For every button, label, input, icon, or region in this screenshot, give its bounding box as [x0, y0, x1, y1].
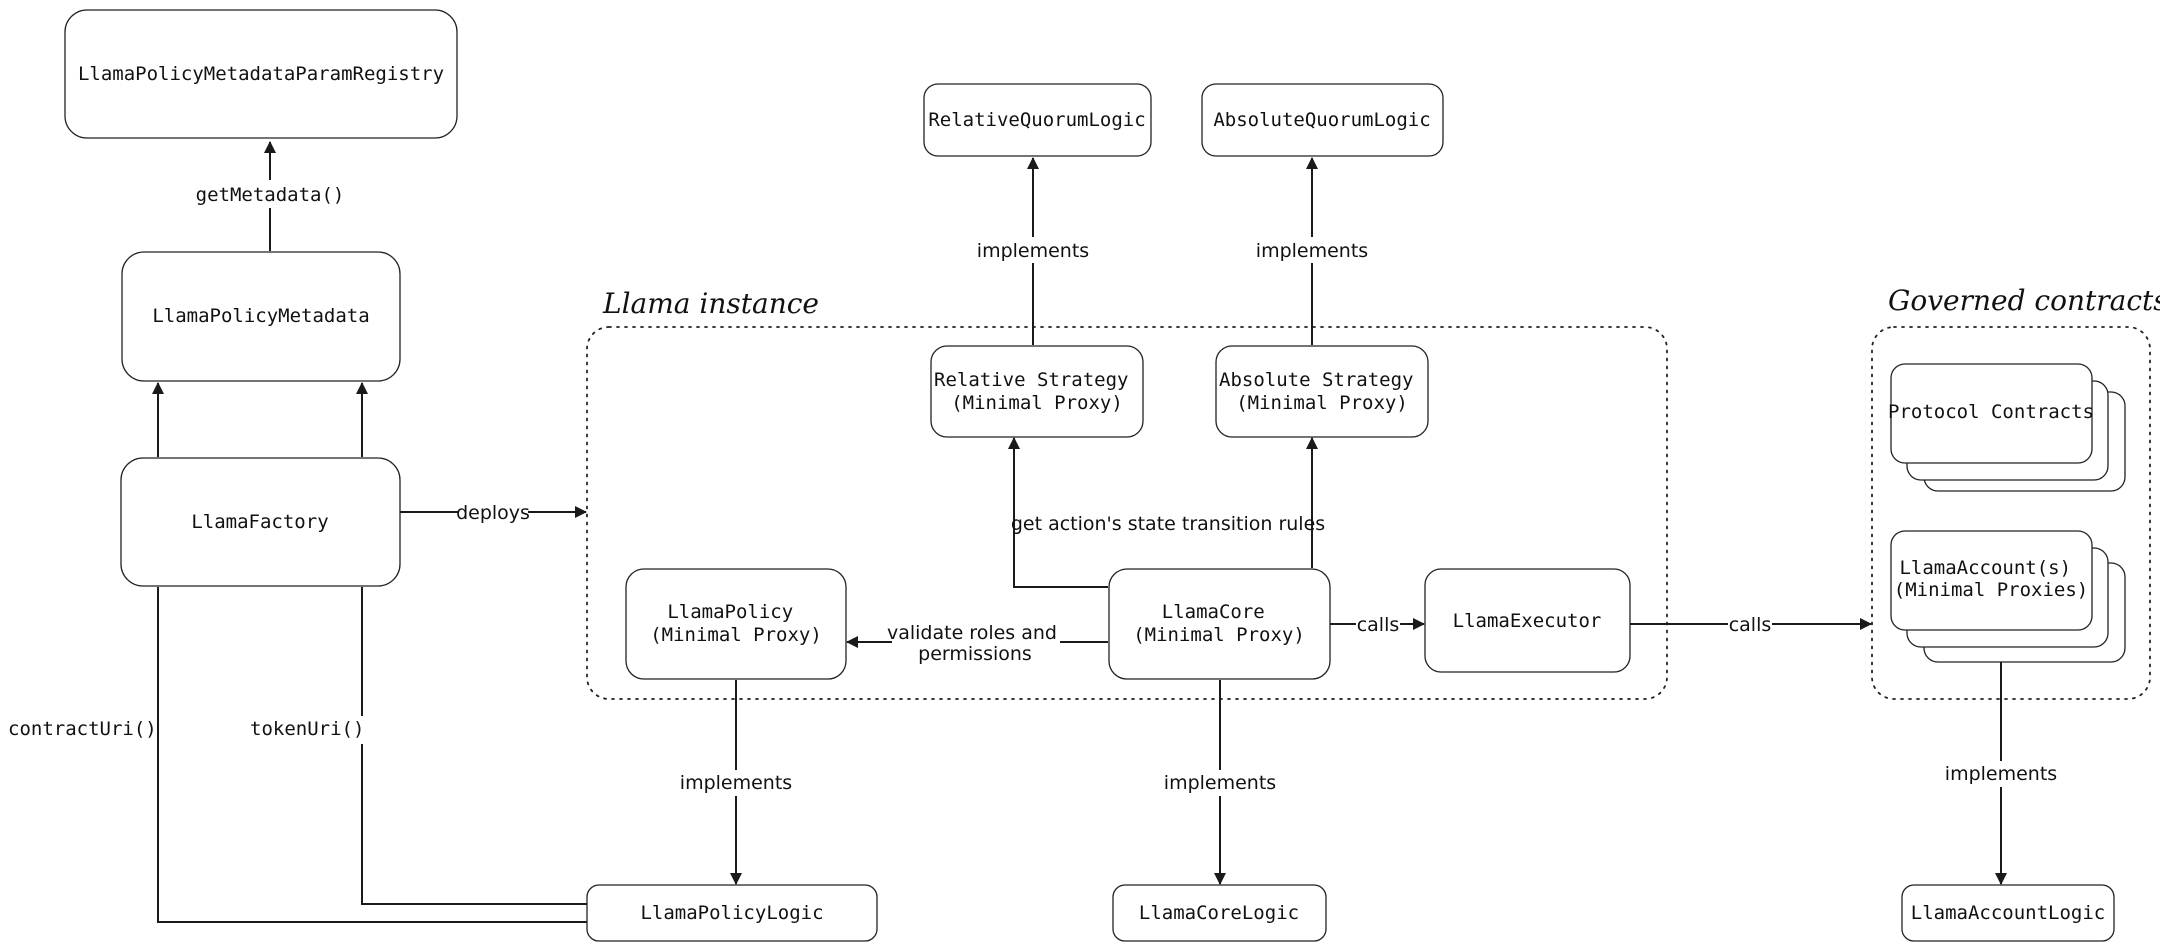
node-llama-policy: LlamaPolicy (Minimal Proxy) — [625, 568, 847, 680]
node-policy-metadata: LlamaPolicyMetadata — [121, 251, 401, 382]
label-implements-core: implements — [1164, 772, 1276, 794]
svg-text:LlamaPolicyLogic: LlamaPolicyLogic — [640, 902, 823, 924]
svg-text:LlamaAccountLogic: LlamaAccountLogic — [1911, 902, 2105, 924]
label-contract-uri: contractUri() — [8, 718, 157, 740]
label-get-metadata: getMetadata() — [196, 184, 345, 206]
label-state-rules: get action's state transition rules — [1011, 513, 1325, 535]
node-llama-factory: LlamaFactory — [120, 457, 401, 587]
svg-text:LlamaPolicy (Minimal Pro: LlamaPolicy (Minimal Proxy) — [650, 601, 822, 646]
svg-text:LlamaPolicyMetadata: LlamaPolicyMetadata — [152, 305, 369, 327]
svg-text:LlamaFactory: LlamaFactory — [191, 511, 328, 533]
node-llama-accounts: LlamaAccount(s) (Minimal Proxies) — [1890, 530, 2126, 663]
svg-text:Relative Strategy (Minim: Relative Strategy (Minimal Proxy) — [934, 369, 1140, 414]
llama-instance-group — [586, 326, 1668, 700]
edge-token-uri — [361, 587, 587, 905]
svg-text:LlamaExecutor: LlamaExecutor — [1453, 610, 1602, 632]
node-protocol-contracts: Protocol Contracts — [1888, 363, 2126, 492]
node-llama-core-logic: LlamaCoreLogic — [1112, 884, 1327, 942]
label-calls-executor: calls — [1357, 614, 1400, 636]
node-absolute-quorum-logic: AbsoluteQuorumLogic — [1201, 83, 1444, 157]
node-llama-executor: LlamaExecutor — [1424, 568, 1631, 673]
svg-text:LlamaCoreLogic: LlamaCoreLogic — [1139, 902, 1299, 924]
svg-text:LlamaPolicyMetadataParamRegist: LlamaPolicyMetadataParamRegistry — [78, 63, 444, 85]
svg-text:AbsoluteQuorumLogic: AbsoluteQuorumLogic — [1213, 109, 1430, 131]
edge-contract-uri — [157, 587, 587, 923]
node-llama-account-logic: LlamaAccountLogic — [1901, 884, 2115, 942]
node-llama-core: LlamaCore (Minimal Proxy) — [1108, 568, 1331, 680]
label-calls-governed: calls — [1729, 614, 1772, 636]
governed-contracts-group — [1871, 326, 2151, 700]
label-validate: validate roles and permissions — [887, 622, 1063, 665]
edge-core-relative-strategy — [1008, 437, 1108, 588]
label-deploys: deploys — [456, 502, 530, 524]
governed-contracts-title: Governed contracts — [1888, 284, 2160, 317]
label-implements-account: implements — [1945, 763, 2057, 785]
node-relative-strategy: Relative Strategy (Minimal Proxy) — [930, 345, 1144, 438]
label-token-uri: tokenUri() — [250, 718, 364, 740]
svg-text:RelativeQuorumLogic: RelativeQuorumLogic — [928, 109, 1145, 131]
label-implements-policy: implements — [680, 772, 792, 794]
svg-text:Absolute Strategy (Minim: Absolute Strategy (Minimal Proxy) — [1219, 369, 1425, 414]
label-implements-absolute: implements — [1256, 240, 1368, 262]
node-absolute-strategy: Absolute Strategy (Minimal Proxy) — [1215, 345, 1429, 438]
node-relative-quorum-logic: RelativeQuorumLogic — [923, 83, 1152, 157]
node-llama-policy-logic: LlamaPolicyLogic — [586, 884, 878, 942]
svg-text:Protocol Contracts: Protocol Contracts — [1888, 401, 2094, 423]
llama-instance-title: Llama instance — [602, 287, 819, 320]
label-implements-relative: implements — [977, 240, 1089, 262]
svg-text:LlamaCore (Minimal Proxy: LlamaCore (Minimal Proxy) — [1133, 601, 1305, 646]
svg-text:LlamaAccount(s) (Minimal: LlamaAccount(s) (Minimal Proxies) — [1894, 557, 2088, 601]
node-param-registry: LlamaPolicyMetadataParamRegistry — [64, 9, 458, 139]
